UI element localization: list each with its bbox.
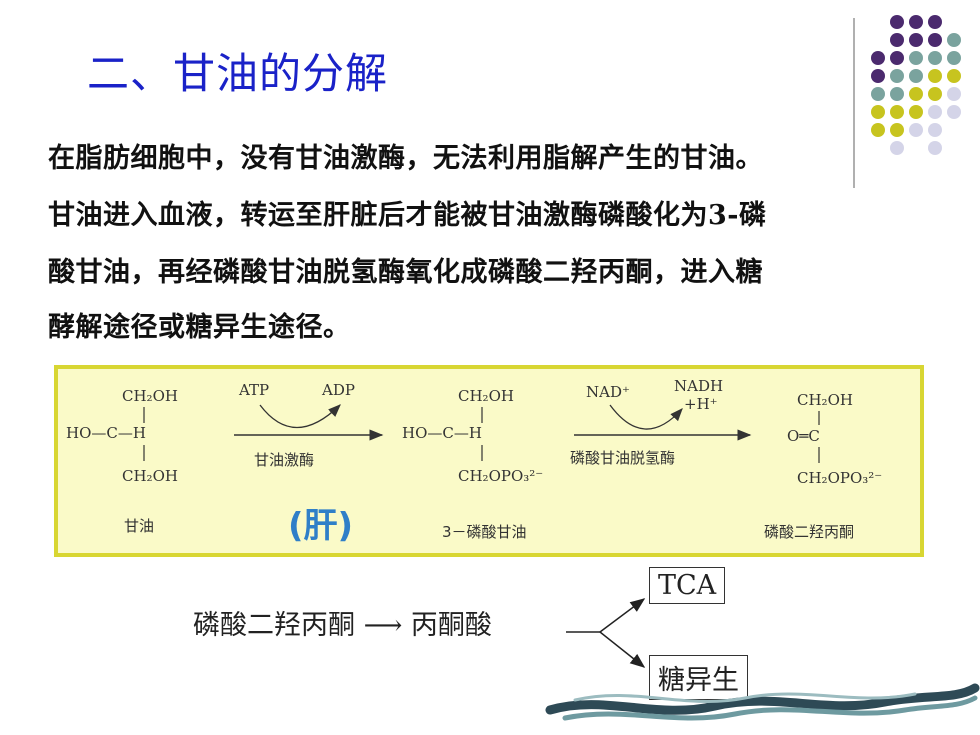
dhap-center: O═C <box>787 427 820 445</box>
decorative-dot <box>890 87 904 101</box>
liver-label: (肝) <box>288 506 354 546</box>
glycerol-name: 甘油 <box>124 517 154 535</box>
paragraph-line-4: 酵解途径或糖异生途径。 <box>48 312 351 343</box>
decorative-dot <box>947 105 961 119</box>
decorative-dot <box>928 87 942 101</box>
decorative-dot <box>890 69 904 83</box>
adp-label: ADP <box>321 381 355 399</box>
glycerol-bottom: CH₂OH <box>122 467 178 485</box>
enzyme-glycerol-kinase: 甘油激酶 <box>254 451 314 469</box>
decorative-dot <box>928 33 942 47</box>
decorative-wave <box>545 683 980 721</box>
decorative-dot <box>909 33 923 47</box>
g3p-center: HO—C—H <box>402 424 482 442</box>
dhap-top: CH₂OH <box>797 391 853 409</box>
decorative-dot <box>890 33 904 47</box>
decorative-dot <box>909 69 923 83</box>
decorative-dot <box>871 51 885 65</box>
decorative-dot <box>909 105 923 119</box>
g3p-bottom: CH₂OPO₃²⁻ <box>458 467 543 485</box>
paragraph-line-3: 酸甘油，再经磷酸甘油脱氢酶氧化成磷酸二羟丙酮，进入糖 <box>48 257 763 288</box>
g3p-name: 3－磷酸甘油 <box>442 523 527 541</box>
decorative-dot <box>928 141 942 155</box>
decorative-dot <box>909 51 923 65</box>
decorative-dot <box>947 69 961 83</box>
dhap-name: 磷酸二羟丙酮 <box>764 523 854 541</box>
decorative-dot <box>909 15 923 29</box>
pathway-text: 磷酸二羟丙酮 ⟶ 丙酮酸 <box>193 610 492 641</box>
paragraph-line-2: 甘油进入血液，转运至肝脏后才能被甘油激酶磷酸化为3-磷 <box>48 200 767 231</box>
nad-label: NAD⁺ <box>586 383 630 401</box>
decorative-dot <box>928 123 942 137</box>
glycerol-top: CH₂OH <box>122 387 178 405</box>
branch-arrows <box>566 598 646 668</box>
decorative-dot <box>871 69 885 83</box>
decorative-dot <box>947 87 961 101</box>
decorative-dot <box>871 123 885 137</box>
decorative-dot <box>890 123 904 137</box>
decorative-dot-grid <box>871 15 961 155</box>
g3p-top: CH₂OH <box>458 387 514 405</box>
glycerol-center: HO—C—H <box>66 424 146 442</box>
proton-label: +H⁺ <box>684 395 718 413</box>
paragraph-line-1: 在脂肪细胞中，没有甘油激酶，无法利用脂解产生的甘油。 <box>48 143 763 174</box>
step1-cofactor-curve <box>259 404 341 428</box>
decorative-dot <box>890 141 904 155</box>
reaction-panel <box>54 365 924 557</box>
decorative-dot <box>928 15 942 29</box>
decorative-dot <box>928 51 942 65</box>
decorative-dot <box>871 87 885 101</box>
decorative-divider <box>853 18 855 188</box>
decorative-dot <box>890 15 904 29</box>
gluconeogenesis-box: 糖异生 <box>649 655 748 700</box>
decorative-dot <box>947 51 961 65</box>
decorative-dot <box>928 69 942 83</box>
atp-label: ATP <box>238 381 269 399</box>
dhap-bottom: CH₂OPO₃²⁻ <box>797 469 882 487</box>
reaction-diagram: CH₂OH HO—C—H CH₂OH 甘油 ATP ADP 甘油激酶 CH₂OH… <box>66 377 882 541</box>
decorative-dot <box>909 123 923 137</box>
decorative-dot <box>928 105 942 119</box>
decorative-dot <box>947 33 961 47</box>
decorative-dot <box>909 87 923 101</box>
nadh-label: NADH <box>674 377 723 395</box>
step2-cofactor-curve <box>609 404 683 430</box>
tca-box: TCA <box>649 567 726 604</box>
enzyme-g3p-dehydrogenase: 磷酸甘油脱氢酶 <box>570 449 675 467</box>
slide-title: 二、甘油的分解 <box>87 49 389 98</box>
decorative-dot <box>890 105 904 119</box>
decorative-dot <box>871 105 885 119</box>
decorative-dot <box>890 51 904 65</box>
